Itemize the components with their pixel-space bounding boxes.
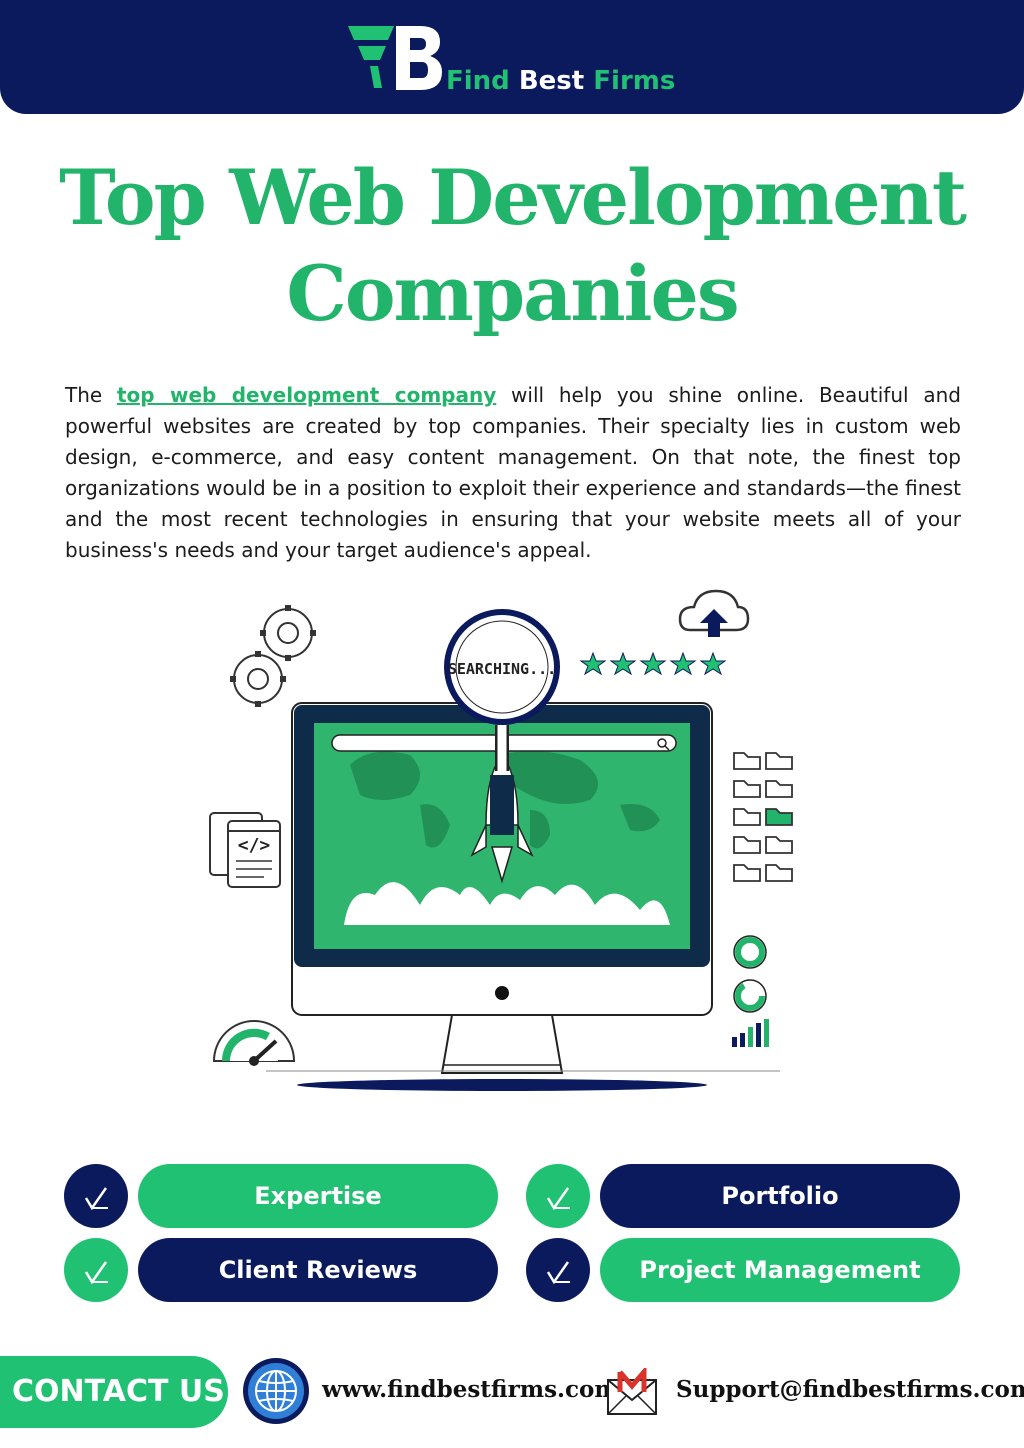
page-title-line1: Top Web Development: [59, 153, 967, 242]
web-development-illustration: SEARCHING... </>: [209, 589, 793, 1091]
client-reviews-pill: Client Reviews: [138, 1238, 498, 1302]
support-email-link[interactable]: Support@findbestfirms.com: [676, 1376, 1024, 1403]
code-window-label: </>: [238, 835, 271, 856]
expertise-pill: Expertise: [138, 1164, 498, 1228]
bar-chart-icon: [732, 1019, 769, 1047]
page-title-line2: Companies: [286, 249, 739, 338]
intro-text-rest: will help you shine online. Beautiful an…: [65, 383, 961, 562]
expertise-check-icon: [64, 1164, 128, 1228]
page-title: Top Web Development Companies: [0, 150, 1024, 342]
top-web-dev-company-link[interactable]: top web development company: [116, 383, 497, 407]
contact-us-badge[interactable]: CONTACT US: [0, 1356, 228, 1428]
rating-stars: [579, 651, 727, 676]
brand-name-part2: Best: [518, 66, 585, 96]
intro-text-start: The: [65, 383, 117, 407]
portfolio-pill: Portfolio: [600, 1164, 960, 1228]
intro-paragraph: The top web development company will hel…: [65, 380, 961, 566]
find-best-firms-logo-icon: [348, 26, 442, 90]
gears-icon: [230, 605, 316, 707]
gauge-icon: [212, 1020, 296, 1066]
mail-icon: [607, 1368, 657, 1415]
project-management-pill: Project Management: [600, 1238, 960, 1302]
brand-name-part1: Find: [446, 66, 510, 96]
donut-chart-icons: [733, 935, 767, 1013]
monitor-icon: [266, 702, 780, 1091]
header-bar: Find Best Firms: [0, 0, 1024, 114]
brand-name-part3: Firms: [593, 66, 676, 96]
searching-label: SEARCHING...: [448, 660, 556, 678]
brand-name: Find Best Firms: [446, 66, 675, 96]
client-reviews-check-icon: [64, 1238, 128, 1302]
website-link[interactable]: www.findbestfirms.com: [322, 1376, 619, 1403]
portfolio-check-icon: [526, 1164, 590, 1228]
folders-icon: [733, 752, 793, 882]
rocket-icon: [470, 753, 534, 884]
code-window-icon: </>: [209, 812, 281, 888]
cloud-upload-icon: [678, 589, 750, 637]
magnifier-icon: SEARCHING...: [444, 609, 560, 771]
project-management-check-icon: [526, 1238, 590, 1302]
globe-icon: [243, 1358, 309, 1424]
